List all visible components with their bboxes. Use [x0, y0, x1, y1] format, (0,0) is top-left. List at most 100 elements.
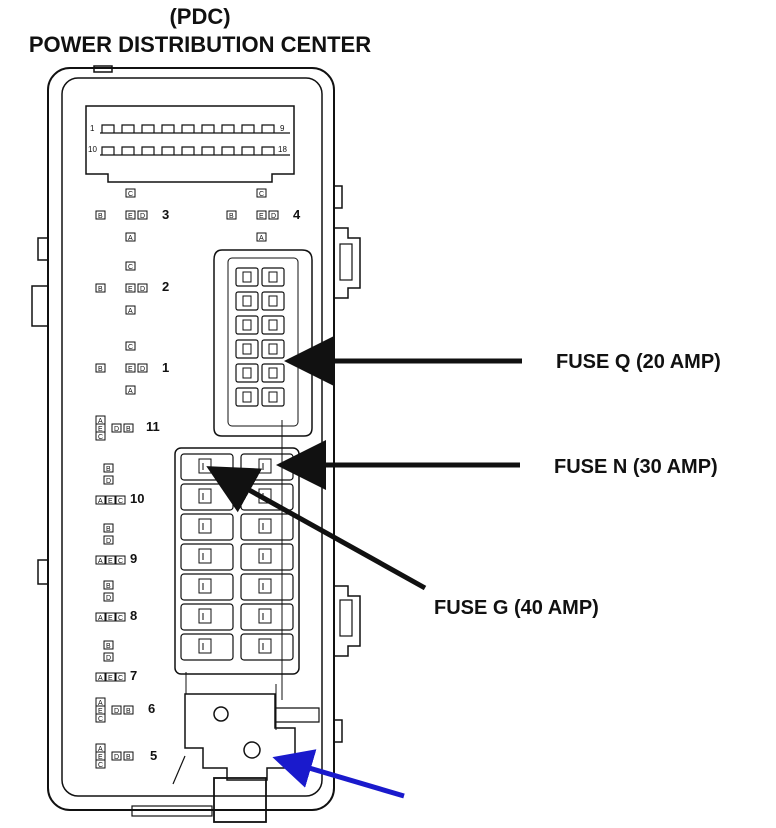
- pin-d: D: [140, 366, 145, 373]
- relay-number-8: 8: [130, 608, 137, 623]
- pin-b: B: [106, 466, 111, 473]
- relay-number-5: 5: [150, 748, 157, 763]
- pin-a: A: [128, 388, 133, 395]
- pin-e: E: [128, 366, 133, 373]
- mini-fuse-cavity: [235, 267, 259, 287]
- pin-c: C: [118, 675, 123, 682]
- pin-c: C: [98, 716, 103, 723]
- maxi-fuse-cavity: [240, 513, 294, 541]
- mini-fuse-cavity: [235, 339, 259, 359]
- mini-fuse-block: [213, 249, 313, 437]
- pin-a: A: [98, 700, 103, 707]
- connector-block: [85, 105, 295, 183]
- pin-a: A: [128, 235, 133, 242]
- maxi-fuse-cavity: [180, 483, 234, 511]
- pin-e: E: [108, 615, 113, 622]
- connector-pin-1: 1: [90, 124, 95, 133]
- pin-e: E: [128, 286, 133, 293]
- mini-fuse-cavity: [261, 315, 285, 335]
- diagram-title: POWER DISTRIBUTION CENTER: [28, 32, 372, 57]
- pin-e: E: [98, 754, 103, 761]
- pin-c: C: [118, 498, 123, 505]
- pin-b: B: [98, 213, 103, 220]
- pin-d: D: [114, 708, 119, 715]
- pin-a: A: [98, 746, 103, 753]
- mini-fuse-cavity: [235, 291, 259, 311]
- relay-number-1: 1: [162, 360, 169, 375]
- relay-number-3: 3: [162, 207, 169, 222]
- pin-b: B: [126, 426, 131, 433]
- pin-b: B: [229, 213, 234, 220]
- maxi-fuse-cavity: [240, 543, 294, 571]
- pdc-housing: [31, 65, 361, 823]
- relay-number-4: 4: [293, 207, 301, 222]
- relay-number-10: 10: [130, 491, 144, 506]
- maxi-fuse-cavity: [180, 633, 234, 661]
- pin-b: B: [126, 708, 131, 715]
- pin-e: E: [108, 675, 113, 682]
- mini-fuse-cavity: [235, 387, 259, 407]
- relay-number-11: 11: [146, 419, 160, 434]
- maxi-fuse-cavity: [180, 543, 234, 571]
- pin-a: A: [128, 308, 133, 315]
- mini-fuse-cavity: [261, 291, 285, 311]
- pin-a: A: [259, 235, 264, 242]
- pin-e: E: [108, 558, 113, 565]
- mini-fuse-cavity: [261, 363, 285, 383]
- maxi-fuse-cavity: [180, 513, 234, 541]
- pin-b: B: [106, 526, 111, 533]
- maxi-fuse-cavity: [180, 603, 234, 631]
- connector-pin-10: 10: [88, 145, 97, 154]
- pin-a: A: [98, 675, 103, 682]
- pin-d: D: [114, 754, 119, 761]
- pin-d: D: [140, 286, 145, 293]
- pin-b: B: [106, 643, 111, 650]
- pin-d: D: [106, 478, 111, 485]
- pin-e: E: [108, 498, 113, 505]
- maxi-fuse-cavity: [180, 573, 234, 601]
- pin-b: B: [98, 366, 103, 373]
- pin-c: C: [128, 191, 133, 198]
- pin-a: A: [98, 498, 103, 505]
- fuse-q-label: FUSE Q (20 AMP): [556, 351, 721, 373]
- mini-fuse-cavity: [235, 315, 259, 335]
- pin-e: E: [128, 213, 133, 220]
- pin-c: C: [128, 264, 133, 271]
- diagram-abbreviation: (PDC): [169, 4, 231, 29]
- mounting-pointer-arrow: [272, 749, 405, 799]
- pin-d: D: [114, 426, 119, 433]
- mini-fuse-cavity: [235, 363, 259, 383]
- pin-e: E: [98, 708, 103, 715]
- pin-d: D: [106, 595, 111, 602]
- maxi-fuse-cavity: [240, 453, 294, 481]
- pin-c: C: [118, 558, 123, 565]
- fuse-g-label: FUSE G (40 AMP): [434, 597, 599, 619]
- pin-a: A: [98, 558, 103, 565]
- connector-pin-18: 18: [278, 145, 287, 154]
- relay-number-9: 9: [130, 551, 137, 566]
- connector-pin-9: 9: [280, 124, 285, 133]
- pin-b: B: [106, 583, 111, 590]
- maxi-fuse-cavities: [180, 453, 294, 661]
- pin-c: C: [128, 344, 133, 351]
- pin-d: D: [106, 538, 111, 545]
- fuse-g-arrow: [206, 466, 427, 591]
- pin-c: C: [98, 762, 103, 769]
- mini-fuse-cavity: [261, 267, 285, 287]
- fuse-n-label: FUSE N (30 AMP): [554, 456, 718, 478]
- pin-c: C: [259, 191, 264, 198]
- mini-fuse-cavity: [261, 339, 285, 359]
- pin-a: A: [98, 615, 103, 622]
- relay-number-6: 6: [148, 701, 155, 716]
